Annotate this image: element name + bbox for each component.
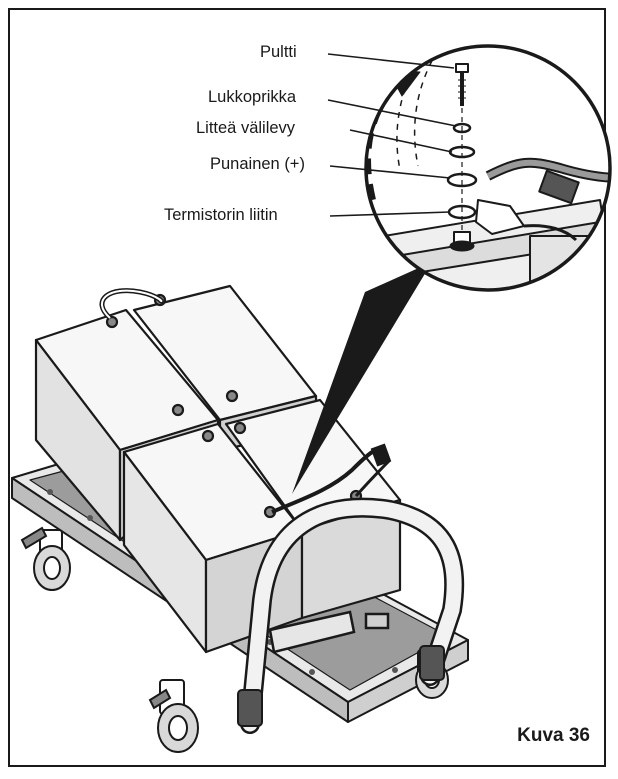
callout-pultti: Pultti [260, 43, 297, 61]
handle-grips [237, 645, 445, 727]
cart-handle [240, 497, 465, 734]
callout-leaders [327, 53, 457, 217]
callout-punainen: Punainen (+) [210, 155, 305, 173]
callout-lukkoprikka: Lukkoprikka [208, 88, 297, 106]
callout-termistorin-liitin: Termistorin liitin [164, 206, 278, 224]
tow-handle [268, 610, 390, 654]
battery-cables [99, 288, 392, 514]
zoom-callout-pointer [292, 262, 432, 494]
callout-littea-valilevy: Litteä välilevy [196, 119, 296, 137]
batteries [34, 284, 402, 654]
figure-caption: Kuva 36 [517, 725, 590, 746]
